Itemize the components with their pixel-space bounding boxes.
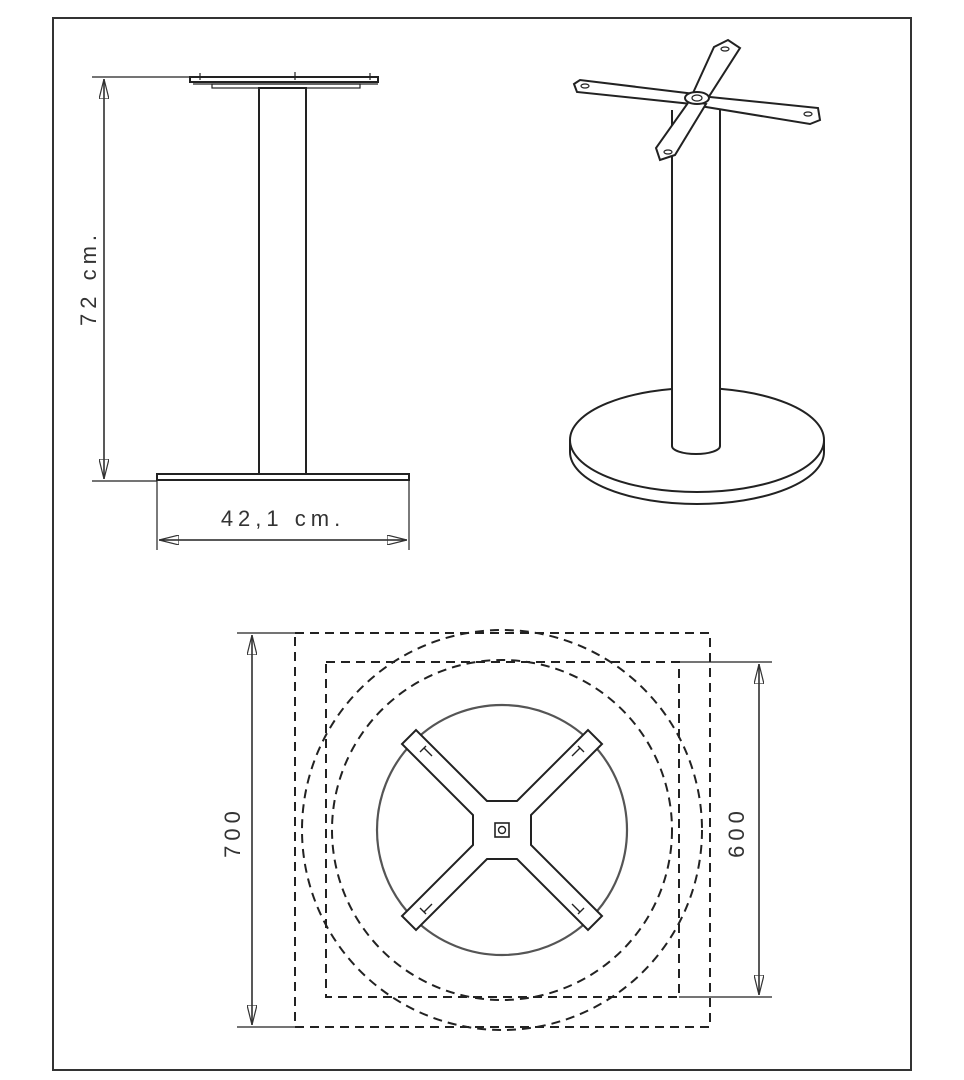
tabletop-600-square-outline: [325, 661, 680, 998]
drawing-frame: [52, 17, 912, 1071]
top-hub: [494, 822, 510, 838]
top-base-disc: [375, 703, 629, 957]
perspective-cross-arm-back: [691, 38, 742, 100]
base-width-label: 42,1 cm.: [221, 506, 345, 531]
outer-tabletop-size-label: 700: [220, 806, 245, 858]
inner-tabletop-size-label: 600: [724, 806, 749, 858]
height-label: 72 cm.: [76, 230, 101, 326]
tabletop-700-round-outline: [301, 629, 703, 1031]
side-view: [92, 72, 410, 550]
perspective-view: [569, 38, 825, 505]
tabletop-600-round-outline: [331, 659, 673, 1001]
side-base-plate: [156, 473, 410, 481]
perspective-hub: [684, 91, 710, 105]
top-view: [237, 629, 772, 1031]
side-top-plate: [189, 76, 379, 83]
perspective-cross-arm-left: [572, 78, 697, 106]
side-column: [258, 87, 307, 475]
perspective-column: [671, 110, 721, 455]
top-cross-spider: [400, 728, 604, 932]
